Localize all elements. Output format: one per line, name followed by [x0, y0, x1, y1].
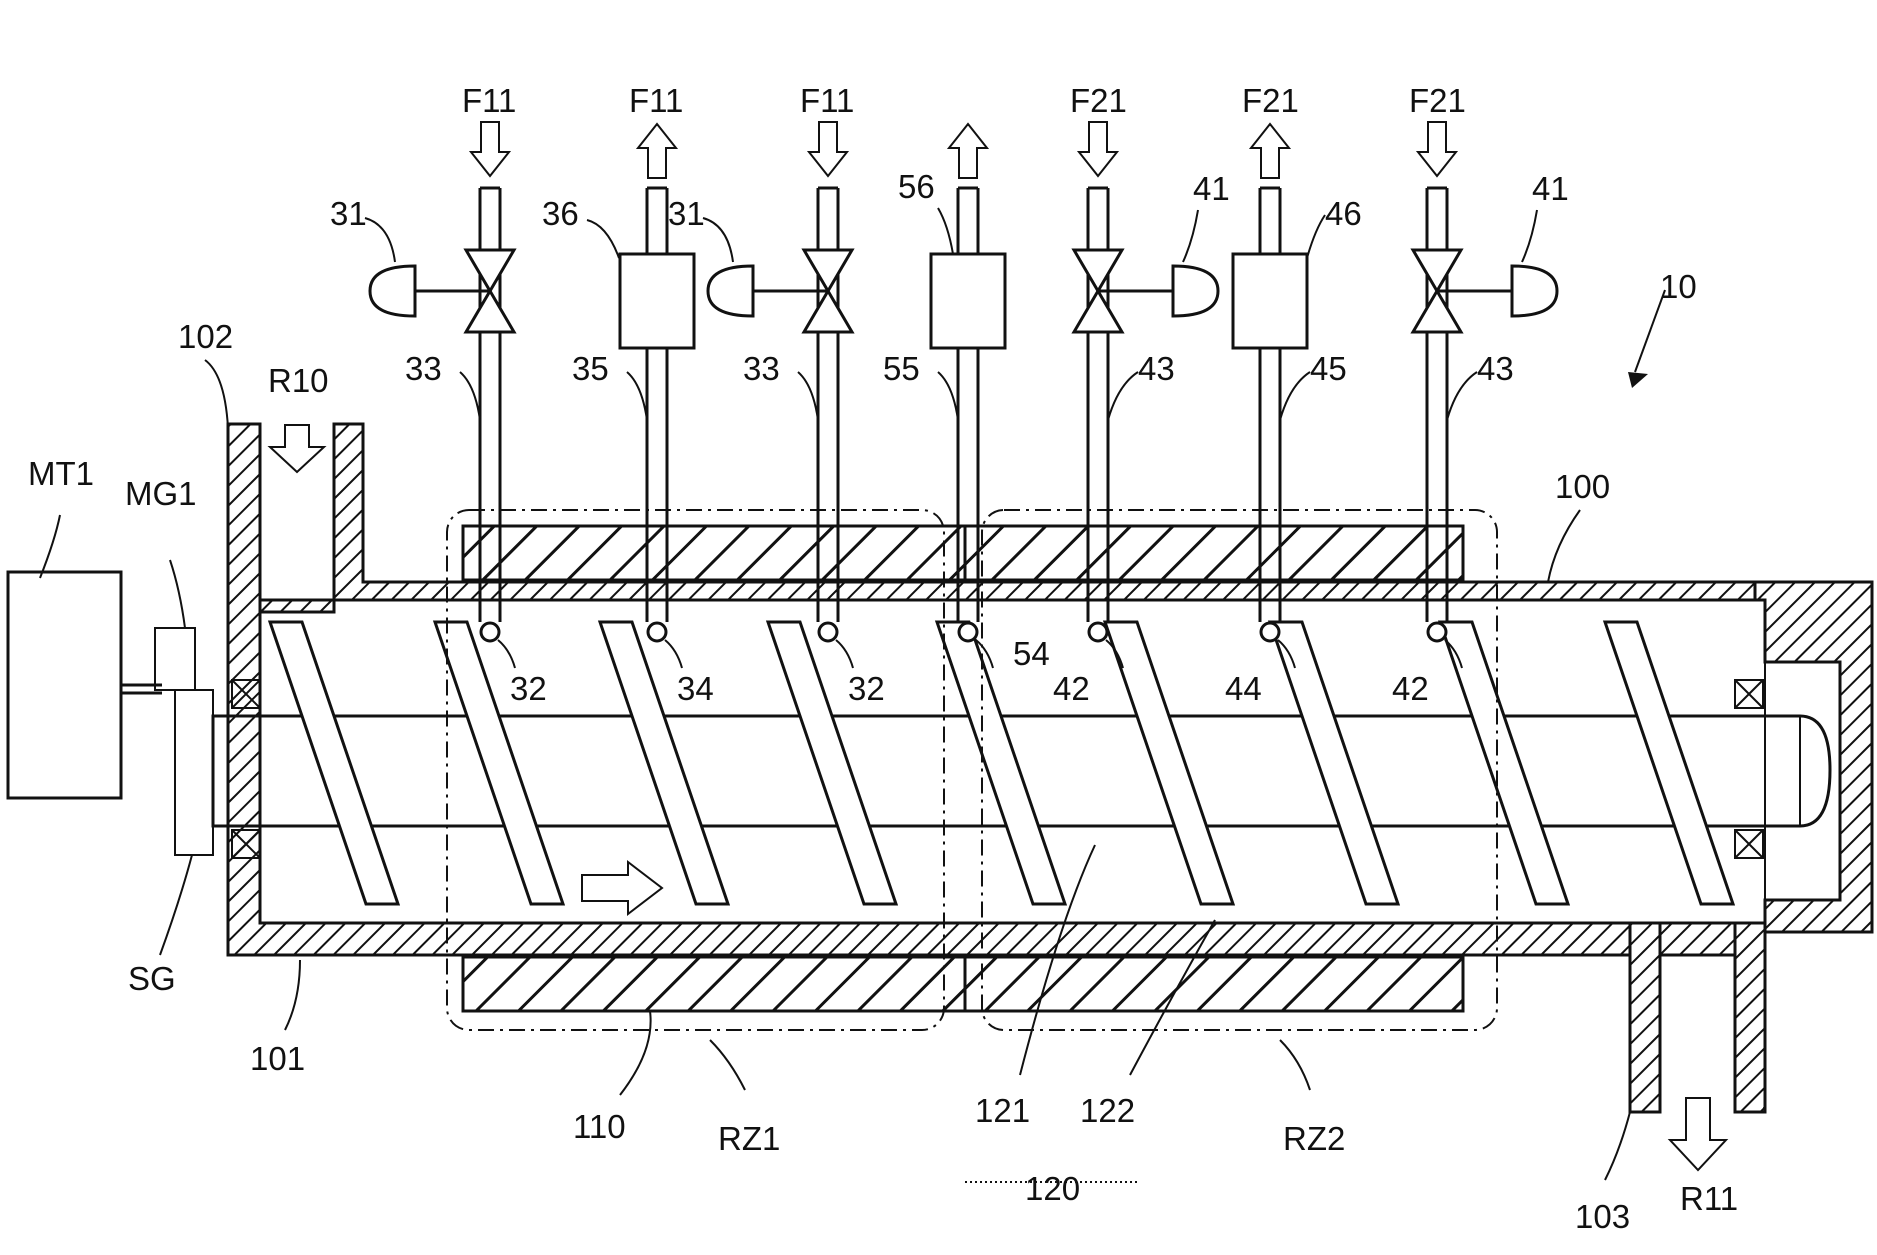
label-120: 120 [1025, 1170, 1080, 1207]
detector-box [620, 254, 694, 348]
gear-sg [175, 690, 213, 855]
port-42 [1428, 623, 1446, 641]
pipe-unit-3: F11 31 33 32 [668, 82, 885, 707]
label-mg1: MG1 [125, 475, 197, 512]
actuator [708, 266, 753, 316]
label-10: 10 [1660, 268, 1697, 305]
label-pipe-43: 43 [1477, 350, 1514, 387]
label-valve-41: 41 [1193, 170, 1230, 207]
detector-box [931, 254, 1005, 348]
label-valve-31: 31 [668, 195, 705, 232]
screw-flight-9 [1605, 622, 1733, 904]
screw-flight-4 [768, 622, 896, 904]
motor-mt1 [8, 572, 121, 798]
arrow-r11 [1670, 1098, 1726, 1170]
port-42 [1089, 623, 1107, 641]
label-r11: R11 [1680, 1180, 1738, 1217]
label-flow-3: F11 [800, 82, 854, 119]
pipe-unit-2: F11 36 35 34 [542, 82, 714, 707]
gear-mg1 [155, 628, 195, 690]
label-r10: R10 [268, 362, 329, 399]
arrow-r10 [270, 425, 324, 472]
screw-flight-8 [1440, 622, 1568, 904]
label-pipe-43: 43 [1138, 350, 1175, 387]
outflow-arrow [949, 124, 987, 178]
label-122: 122 [1080, 1092, 1135, 1129]
label-valve-41: 41 [1532, 170, 1569, 207]
label-mt1: MT1 [28, 455, 94, 492]
label-pipe-33: 33 [743, 350, 780, 387]
label-port-42: 42 [1392, 670, 1429, 707]
pipe-group: F11 31 33 32 F11 36 35 34 F11 31 33 32 56 55 54 F21 41 43… [330, 82, 1569, 707]
label-flow-5: F21 [1070, 82, 1127, 119]
outflow-arrow [638, 124, 676, 178]
label-port-32: 32 [510, 670, 547, 707]
label-121: 121 [975, 1092, 1030, 1129]
label-101: 101 [250, 1040, 305, 1077]
end-cap-100 [1755, 582, 1872, 932]
inflow-arrow [809, 122, 847, 176]
port-54 [959, 623, 977, 641]
label-102: 102 [178, 318, 233, 355]
label-pipe-55: 55 [883, 350, 920, 387]
label-detector-56: 56 [898, 168, 935, 205]
heater-bottom-110 [463, 957, 1463, 1011]
port-32 [481, 623, 499, 641]
port-44 [1261, 623, 1279, 641]
pipe-unit-7: F21 41 43 42 [1392, 82, 1569, 707]
label-port-34: 34 [677, 670, 714, 707]
pipe-unit-6: F21 46 45 44 [1225, 82, 1362, 707]
port-34 [648, 623, 666, 641]
screw-flight-2 [435, 622, 563, 904]
screw-flight-3 [600, 622, 728, 904]
label-flow-6: F21 [1242, 82, 1299, 119]
actuator [370, 266, 415, 316]
label-rz1: RZ1 [718, 1120, 780, 1157]
actuator [1512, 266, 1557, 316]
pipe-unit-1: F11 31 33 32 [330, 82, 547, 707]
screw-flight-1 [270, 622, 398, 904]
label-103: 103 [1575, 1198, 1630, 1235]
label-rz2: RZ2 [1283, 1120, 1345, 1157]
inflow-arrow [1079, 122, 1117, 176]
label-110: 110 [573, 1108, 626, 1145]
screw-flight-6 [1105, 622, 1233, 904]
label-100: 100 [1555, 468, 1610, 505]
label-detector-46: 46 [1325, 195, 1362, 232]
inflow-arrow [471, 122, 509, 176]
detector-box [1233, 254, 1307, 348]
label-pipe-35: 35 [572, 350, 609, 387]
label-valve-31: 31 [330, 195, 367, 232]
label-port-32: 32 [848, 670, 885, 707]
inflow-arrow [1418, 122, 1456, 176]
label-pipe-45: 45 [1310, 350, 1347, 387]
label-flow-2: F11 [629, 82, 683, 119]
label-port-54: 54 [1013, 635, 1050, 672]
port-32 [819, 623, 837, 641]
label-port-44: 44 [1225, 670, 1262, 707]
label-flow-1: F11 [462, 82, 516, 119]
label-sg: SG [128, 960, 176, 997]
valve-body [1074, 250, 1122, 291]
label-flow-7: F21 [1409, 82, 1466, 119]
flow-arrow [582, 862, 662, 914]
screw-flights-122 [270, 622, 1733, 904]
label-port-42: 42 [1053, 670, 1090, 707]
pipe-unit-5: F21 41 43 42 [1053, 82, 1230, 707]
valve-body [466, 250, 514, 291]
label-detector-36: 36 [542, 195, 579, 232]
screw-flight-7 [1270, 622, 1398, 904]
label-pipe-33: 33 [405, 350, 442, 387]
bearing-right-bottom [1735, 830, 1763, 858]
outflow-arrow [1251, 124, 1289, 178]
actuator [1173, 266, 1218, 316]
heater-top [463, 526, 1463, 580]
bearing-right-top [1735, 680, 1763, 708]
valve-body [1413, 250, 1461, 291]
valve-body [804, 250, 852, 291]
